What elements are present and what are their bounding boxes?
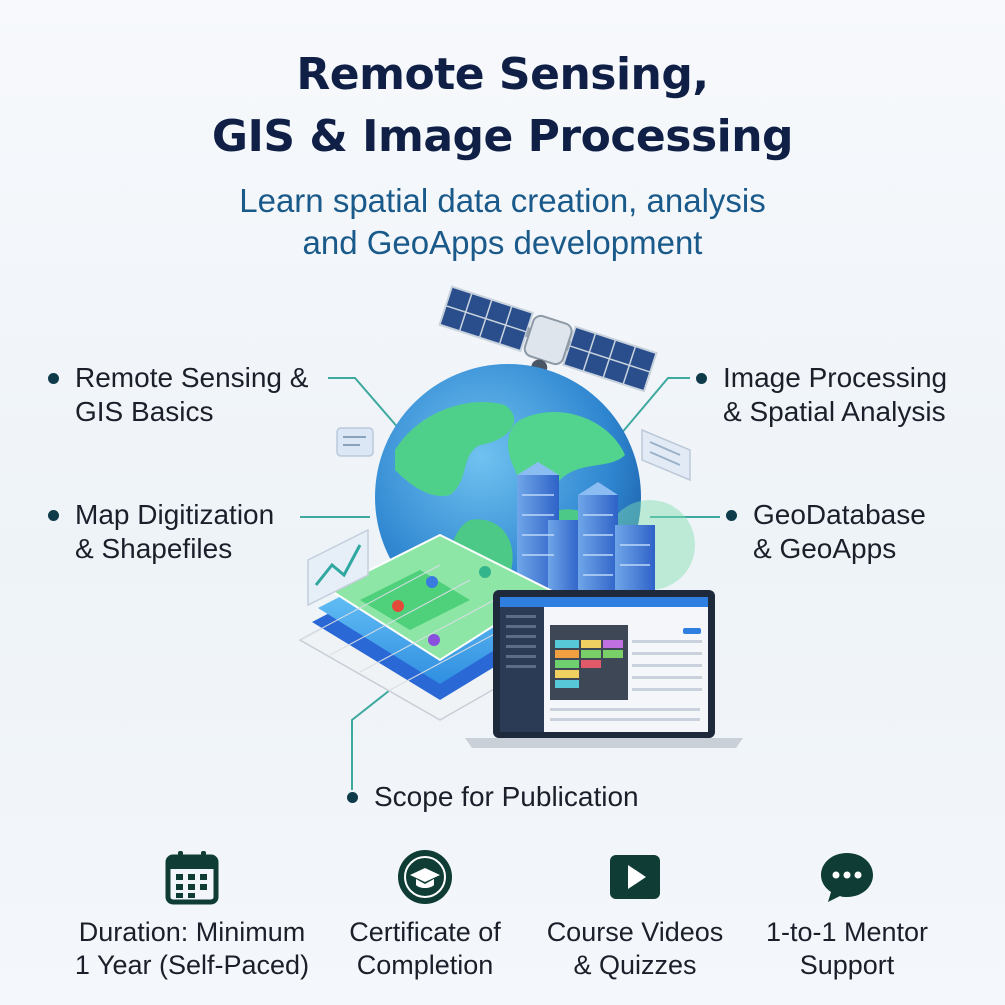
play-icon: [604, 846, 666, 908]
feature-image-processing-line-2: & Spatial Analysis: [723, 396, 946, 427]
page-title: Remote Sensing, GIS & Image Processing: [0, 44, 1005, 168]
feature-geodatabase: GeoDatabase & GeoApps: [726, 498, 926, 566]
connector-lines: [300, 377, 720, 790]
bullet-dot: [696, 373, 707, 384]
laptop-icon: [465, 590, 743, 748]
satellite-icon: [438, 285, 658, 470]
title-line-2: GIS & Image Processing: [211, 111, 794, 162]
feature-map-digitization-line-2: & Shapefiles: [75, 533, 233, 564]
feature-publication: Scope for Publication: [347, 780, 639, 814]
floating-doc-card: [641, 428, 691, 482]
bottom-item-videos: Course Videos & Quizzes: [515, 846, 755, 982]
graduation-cap-icon: [394, 846, 456, 908]
feature-map-digitization: Map Digitization & Shapefiles: [48, 498, 274, 566]
videos-line-2: & Quizzes: [573, 950, 697, 980]
subtitle-line-2: and GeoApps development: [302, 224, 703, 261]
mentor-line-1: 1-to-1 Mentor: [765, 917, 929, 947]
feature-geodatabase-line-1: GeoDatabase: [753, 499, 926, 530]
feature-map-digitization-line-1: Map Digitization: [75, 499, 275, 530]
bullet-dot: [48, 510, 59, 521]
title-line-1: Remote Sensing,: [296, 49, 709, 100]
certificate-line-2: Completion: [356, 950, 494, 980]
duration-line-2: 1 Year (Self-Paced): [74, 950, 310, 980]
feature-rs-gis-line-1: Remote Sensing &: [75, 362, 309, 393]
mentor-label: 1-to-1 Mentor Support: [727, 916, 967, 982]
certificate-label: Certificate of Completion: [305, 916, 545, 982]
page-subtitle: Learn spatial data creation, analysis an…: [0, 180, 1005, 264]
calendar-icon: [161, 846, 223, 908]
bottom-item-mentor: 1-to-1 Mentor Support: [727, 846, 967, 982]
chat-bubble-icon: [816, 846, 878, 908]
feature-rs-gis-basics: Remote Sensing & GIS Basics: [48, 361, 308, 429]
videos-label: Course Videos & Quizzes: [515, 916, 755, 982]
duration-label: Duration: Minimum 1 Year (Self-Paced): [72, 916, 312, 982]
certificate-line-1: Certificate of: [349, 917, 501, 947]
feature-image-processing: Image Processing & Spatial Analysis: [696, 361, 947, 429]
videos-line-1: Course Videos: [546, 917, 724, 947]
feature-rs-gis-line-2: GIS Basics: [75, 396, 214, 427]
mentor-line-2: Support: [799, 950, 895, 980]
bullet-dot: [347, 792, 358, 803]
feature-image-processing-line-1: Image Processing: [723, 362, 948, 393]
duration-line-1: Duration: Minimum: [78, 917, 306, 947]
feature-geodatabase-line-2: & GeoApps: [753, 533, 897, 564]
feature-publication-line-1: Scope for Publication: [374, 781, 639, 812]
floating-message-card: [336, 427, 374, 457]
bullet-dot: [726, 510, 737, 521]
bottom-item-certificate: Certificate of Completion: [305, 846, 545, 982]
bullet-dot: [48, 373, 59, 384]
bottom-item-duration: Duration: Minimum 1 Year (Self-Paced): [72, 846, 312, 982]
floating-chart-card: [307, 528, 369, 607]
subtitle-line-1: Learn spatial data creation, analysis: [239, 182, 766, 219]
